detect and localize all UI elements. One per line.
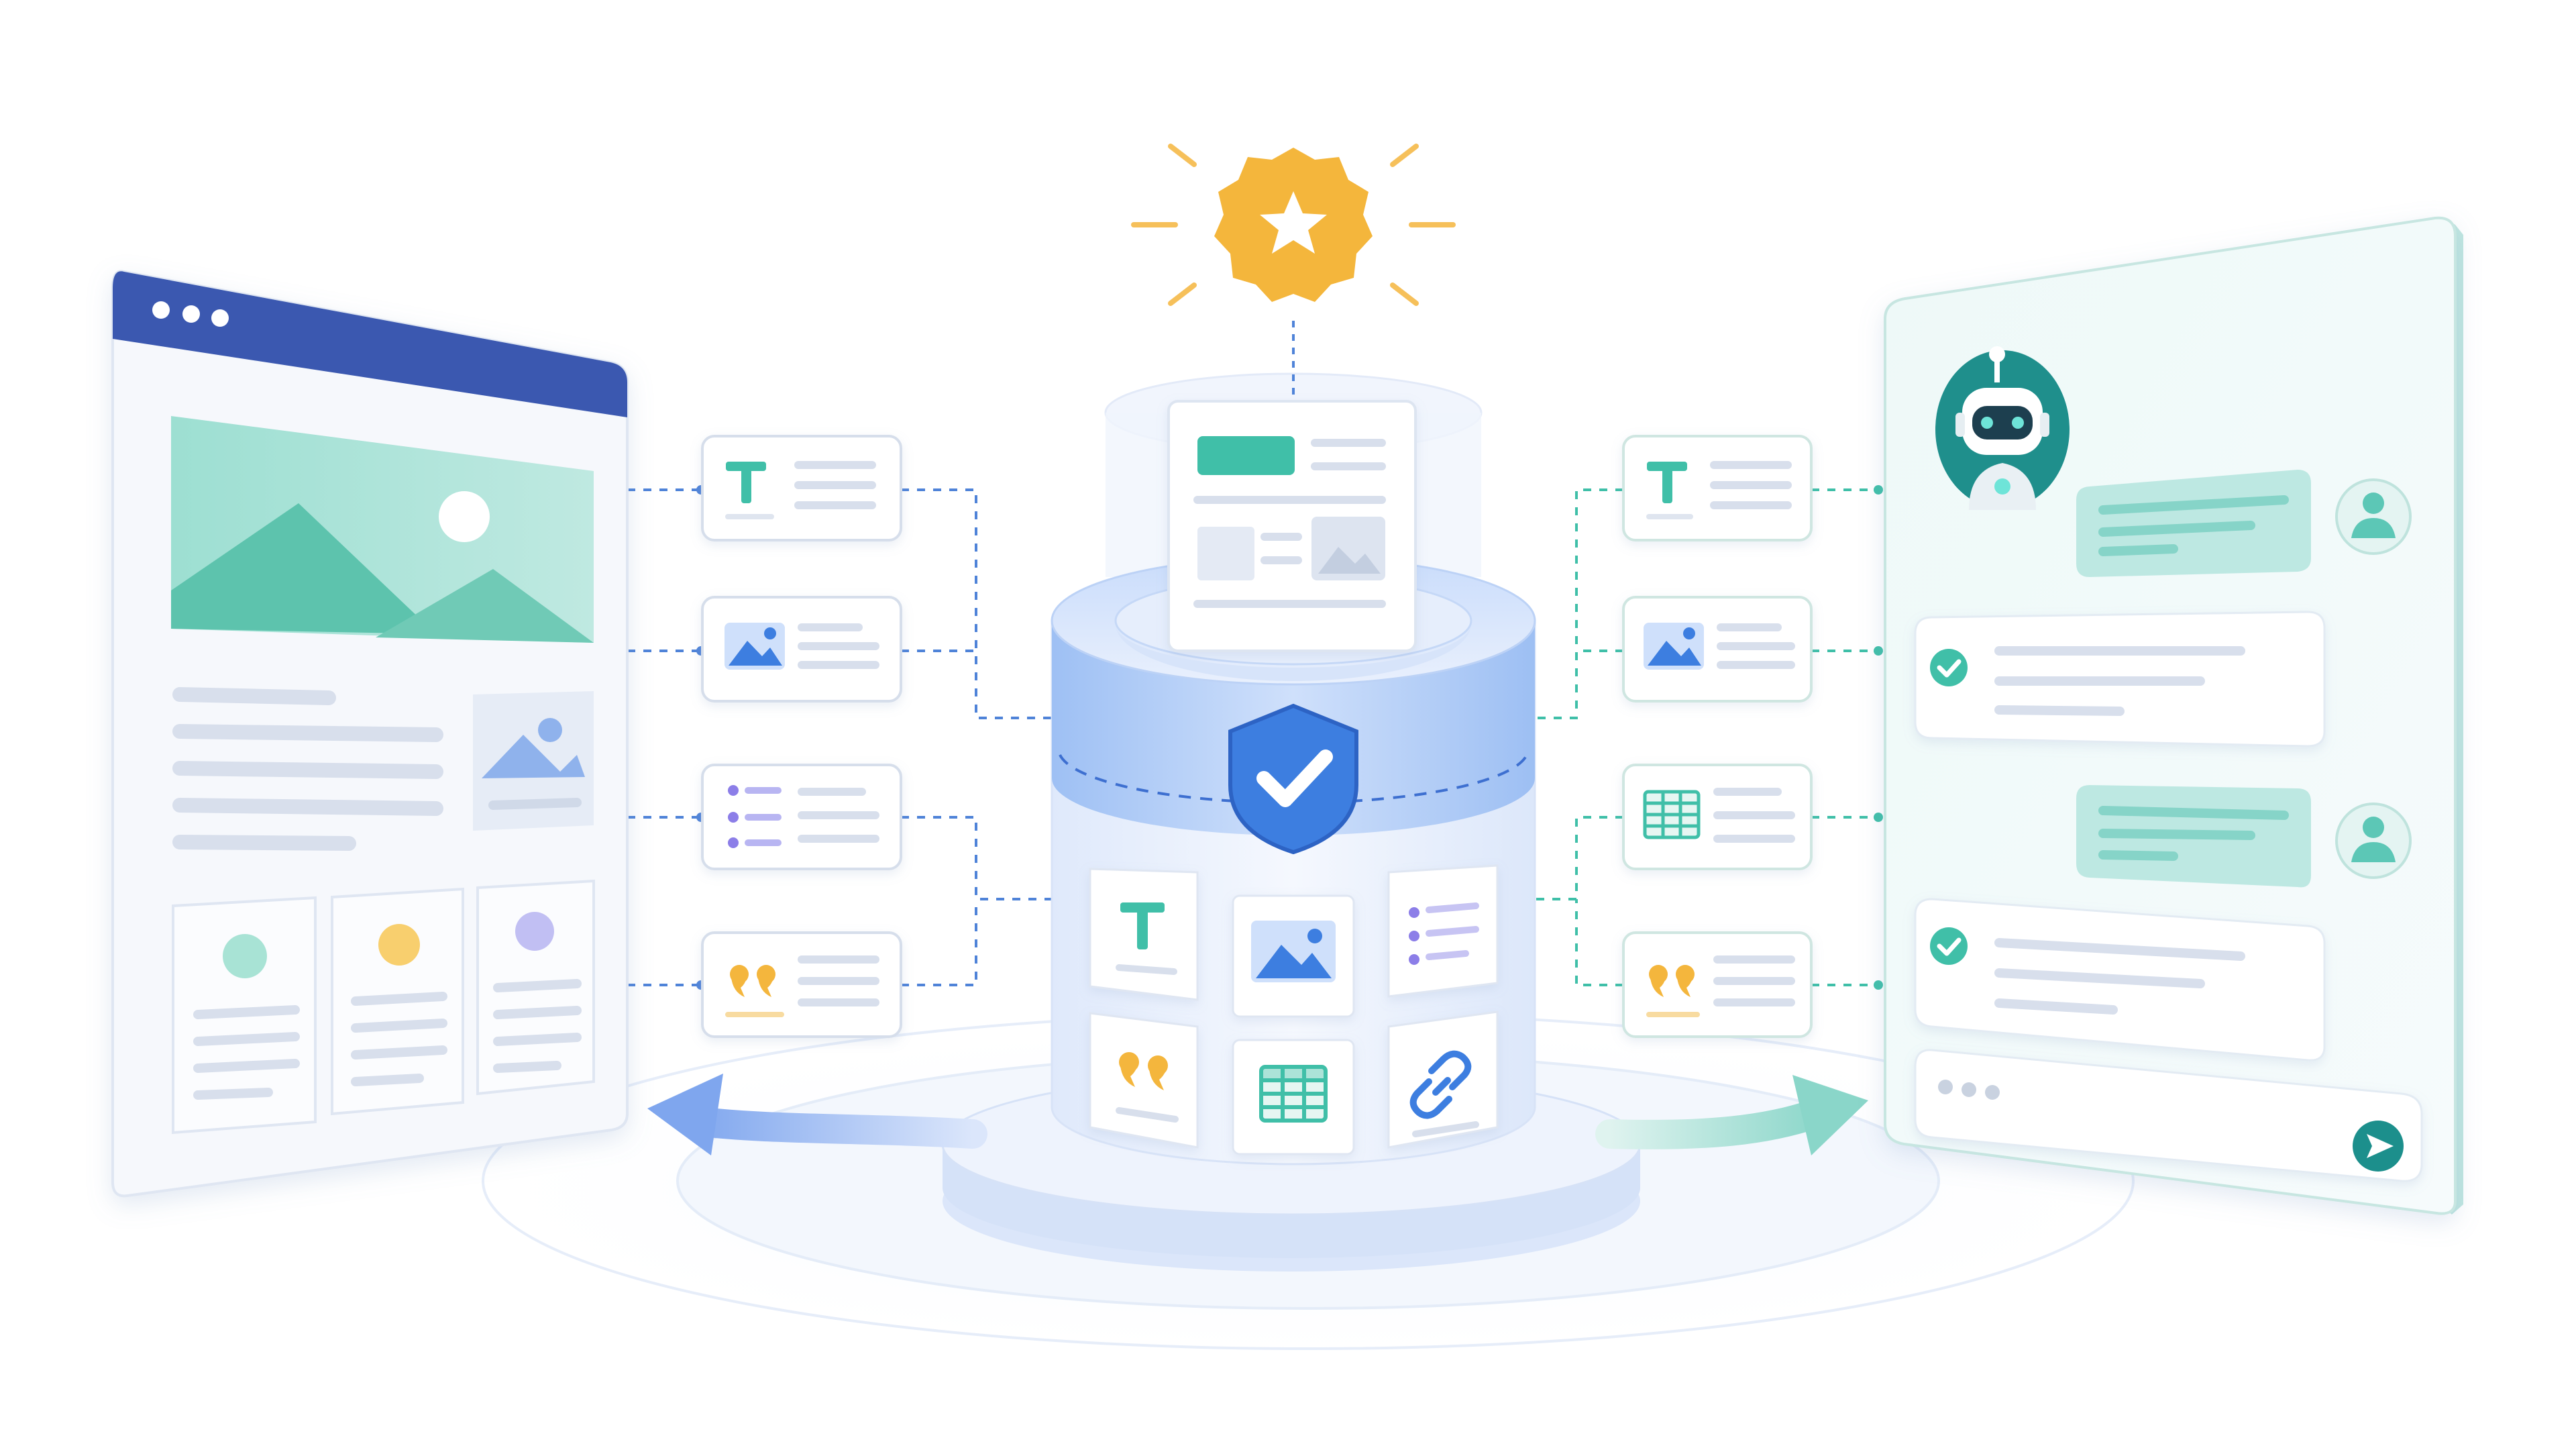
right-chip-image [1622, 596, 1813, 703]
center-hub [1051, 321, 1536, 1166]
arrow-to-chat [1595, 1075, 1868, 1155]
shield-check-icon [1228, 703, 1358, 855]
quote-icon [1649, 965, 1695, 997]
image-icon [1251, 921, 1336, 982]
right-chip-quote [1622, 931, 1813, 1038]
chat-panel [1884, 216, 2463, 1215]
hub-tile-image [1232, 894, 1355, 1018]
content-card [172, 896, 317, 1135]
left-connectors [627, 488, 1053, 986]
user-avatar-icon [2335, 802, 2412, 879]
arrow-to-source [647, 1074, 987, 1155]
user-avatar-icon [2335, 478, 2412, 555]
left-chip-text [701, 435, 902, 541]
hub-tile-link [1387, 1011, 1499, 1149]
list-icon [728, 785, 782, 848]
image-icon [1644, 623, 1704, 670]
left-chip-quote [701, 931, 902, 1038]
text-T-icon [1647, 462, 1687, 503]
send-icon[interactable] [2353, 1121, 2404, 1172]
left-chip-image [701, 596, 902, 703]
check-circle-icon [1930, 927, 1968, 965]
window-titlebar [113, 271, 627, 417]
chat-message-user [2076, 785, 2412, 888]
left-chip-list [701, 764, 902, 870]
link-icon [1409, 1050, 1472, 1119]
arrow-right-icon [1792, 1075, 1868, 1155]
quote-icon [730, 965, 775, 997]
check-circle-icon [1930, 649, 1968, 686]
star-badge-icon [1131, 144, 1456, 306]
hub-tile-list [1387, 864, 1499, 998]
list-icon [1409, 902, 1479, 965]
text-T-icon [726, 462, 766, 503]
chat-message-user [2076, 470, 2412, 577]
right-chip-text [1622, 435, 1813, 541]
text-T-icon [1120, 902, 1165, 949]
hero-landscape-image-icon [171, 416, 594, 643]
robot-avatar-icon [1935, 346, 2070, 510]
arrow-left-icon [647, 1074, 723, 1155]
image-icon [724, 623, 785, 670]
hub-tile-quote [1089, 1012, 1199, 1149]
right-connectors [1536, 488, 1878, 986]
window-dots-icon [152, 301, 229, 327]
chat-message-assistant [1914, 898, 2326, 1061]
hub-tile-table [1232, 1039, 1355, 1155]
chat-composer[interactable] [1914, 1049, 2423, 1182]
thumbnail-image-icon [473, 691, 594, 831]
content-card [331, 887, 464, 1116]
table-icon [1643, 790, 1701, 839]
right-chip-table [1622, 764, 1813, 870]
quote-icon [1119, 1052, 1168, 1090]
text-block-lines [172, 687, 443, 851]
content-card [476, 879, 595, 1096]
typing-dots-icon [1938, 1080, 2000, 1100]
chat-message-assistant [1914, 611, 2326, 747]
hub-tile-text [1089, 868, 1199, 1001]
source-panel [111, 270, 629, 1198]
document-icon [1167, 400, 1417, 652]
